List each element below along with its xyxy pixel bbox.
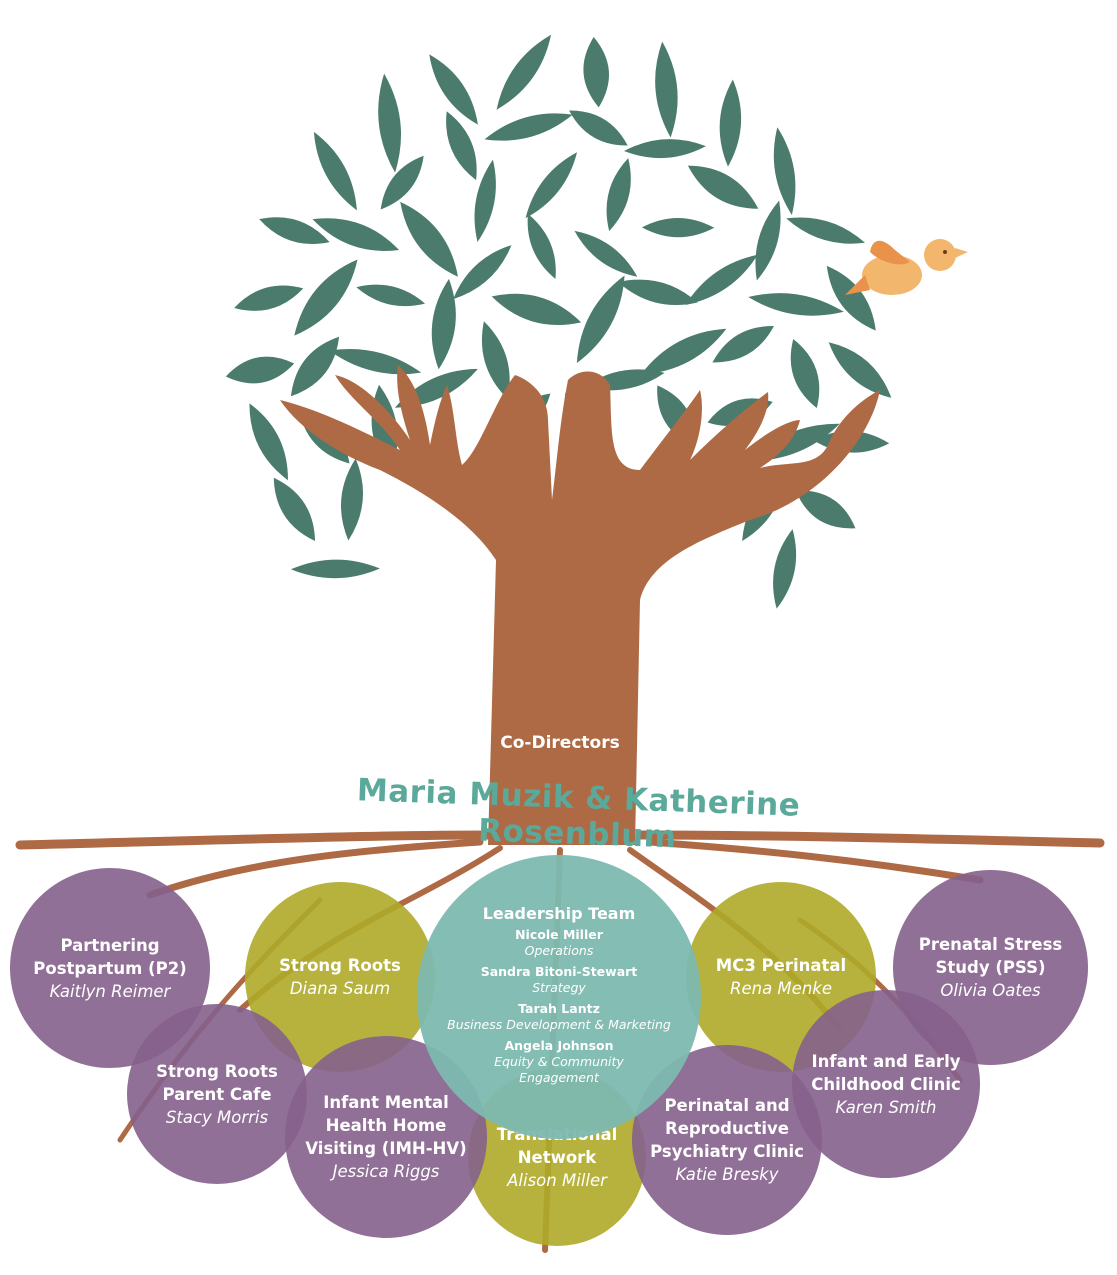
program-circle-parent-cafe: Strong Roots Parent Cafe Stacy Morris [127,1004,307,1184]
leaf [773,529,797,609]
program-lead: Karen Smith [835,1097,937,1117]
leaf [640,328,727,375]
leaf [655,41,678,138]
leader-role: Operations [524,942,594,958]
leaf [431,278,456,370]
leaf [446,111,477,181]
program-lead: Rena Menke [730,979,832,998]
leaf [225,356,295,384]
leaf [641,218,715,238]
leaf [329,348,422,375]
program-circle-p2: Partnering Postpartum (P2) Kaitlyn Reime… [10,868,210,1068]
leaf [313,131,357,211]
leaf [234,285,304,311]
leaf [786,217,865,244]
leaf [618,279,698,305]
leaf [356,284,426,307]
leaf [574,230,638,277]
program-lead: Katie Bresky [675,1165,779,1184]
leaf [340,458,364,541]
leaf [290,336,340,397]
root [146,838,484,899]
program-title: Infant Mental Health Home Visiting (IMH-… [305,1093,467,1158]
program-lead: Olivia Oates [940,981,1041,1000]
leaf [484,113,573,141]
program-circle-infant-clinic: Infant and Early Childhood Clinic Karen … [792,990,980,1178]
leadership-title: Leadership Team [482,903,636,923]
leader-role: Equity & Community Engagement [494,1053,624,1085]
leaf [474,159,496,242]
program-title: Strong Roots Parent Cafe [156,1061,278,1104]
leaf [273,477,316,542]
leader-name: Tarah Lantz [518,1000,600,1016]
program-lead: Stacy Morris [165,1107,269,1127]
program-title: Infant and Early Childhood Clinic [811,1051,961,1094]
leaf [290,559,380,579]
leaf [606,158,631,232]
program-title: Partnering Postpartum (P2) [33,935,187,978]
leaf [378,73,402,173]
leaf [491,293,582,325]
leaf [624,139,706,159]
tree-trunk-hand [280,365,880,845]
leaf [496,34,552,110]
leader-name: Angela Johnson [504,1037,614,1053]
leaf [312,218,400,251]
program-lead: Kaitlyn Reimer [49,981,171,1001]
root [15,830,495,850]
leaf [826,265,876,331]
leadership-team-circle: Leadership Team Nicole Miller Operations… [417,855,701,1139]
leaf [712,326,774,363]
leaf [569,110,628,146]
leaf [576,275,625,364]
leaf [583,37,609,108]
leaf [755,200,781,281]
leaf [429,54,478,125]
program-lead: Jessica Riggs [332,1162,440,1181]
leader-role: Business Development & Marketing [447,1016,671,1032]
leaf [527,213,556,279]
leaf [773,127,796,215]
leaf [687,165,759,209]
leaf [481,321,510,399]
leaf [525,152,578,219]
leaf [828,342,892,398]
leader-name: Nicole Miller [515,926,603,942]
leader-name: Sandra Bitoni-Stewart [480,963,638,979]
leaf [748,293,844,316]
leaf [294,259,358,336]
leaf [795,490,856,529]
program-lead: Alison Miller [507,1170,607,1190]
leader-role: Strategy [532,979,586,995]
program-circle-psychiatry: Perinatal and Reproductive Psychiatry Cl… [632,1045,822,1235]
leaf [719,79,742,167]
leaf [685,254,758,306]
co-directors-label: Co-Directors [500,733,620,753]
root [646,838,984,884]
program-lead: Diana Saum [289,979,391,998]
program-title: Perinatal and Reproductive Psychiatry Cl… [650,1096,804,1161]
program-title: Strong Roots [279,956,401,975]
leaf [249,403,288,481]
leaf [453,245,512,300]
program-title: MC3 Perinatal [715,956,847,975]
program-title: Prenatal Stress Study (PSS) [918,935,1063,977]
leaf [790,338,820,409]
bird-icon [845,239,968,295]
leaf [400,201,458,277]
leaf [259,217,330,244]
root [635,830,1105,848]
